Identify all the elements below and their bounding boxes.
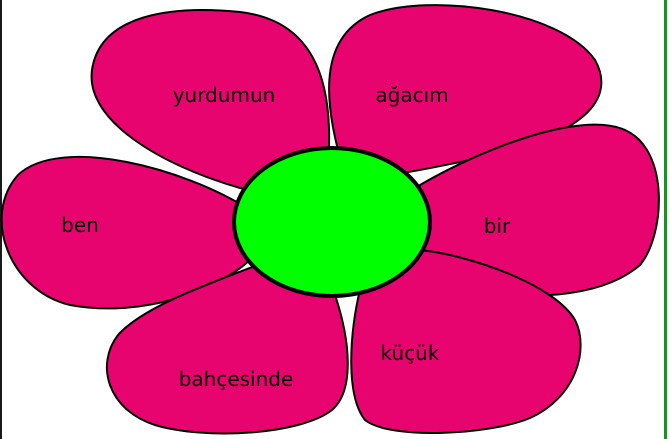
word-bottom-right: küçük [381, 341, 440, 365]
word-top-right: ağacım [375, 83, 448, 107]
word-left: ben [61, 213, 99, 237]
word-bottom-left: bahçesinde [179, 367, 294, 391]
flower-center [234, 148, 430, 296]
word-right: bir [484, 214, 511, 238]
word-top-left: yurdumun [173, 83, 276, 107]
